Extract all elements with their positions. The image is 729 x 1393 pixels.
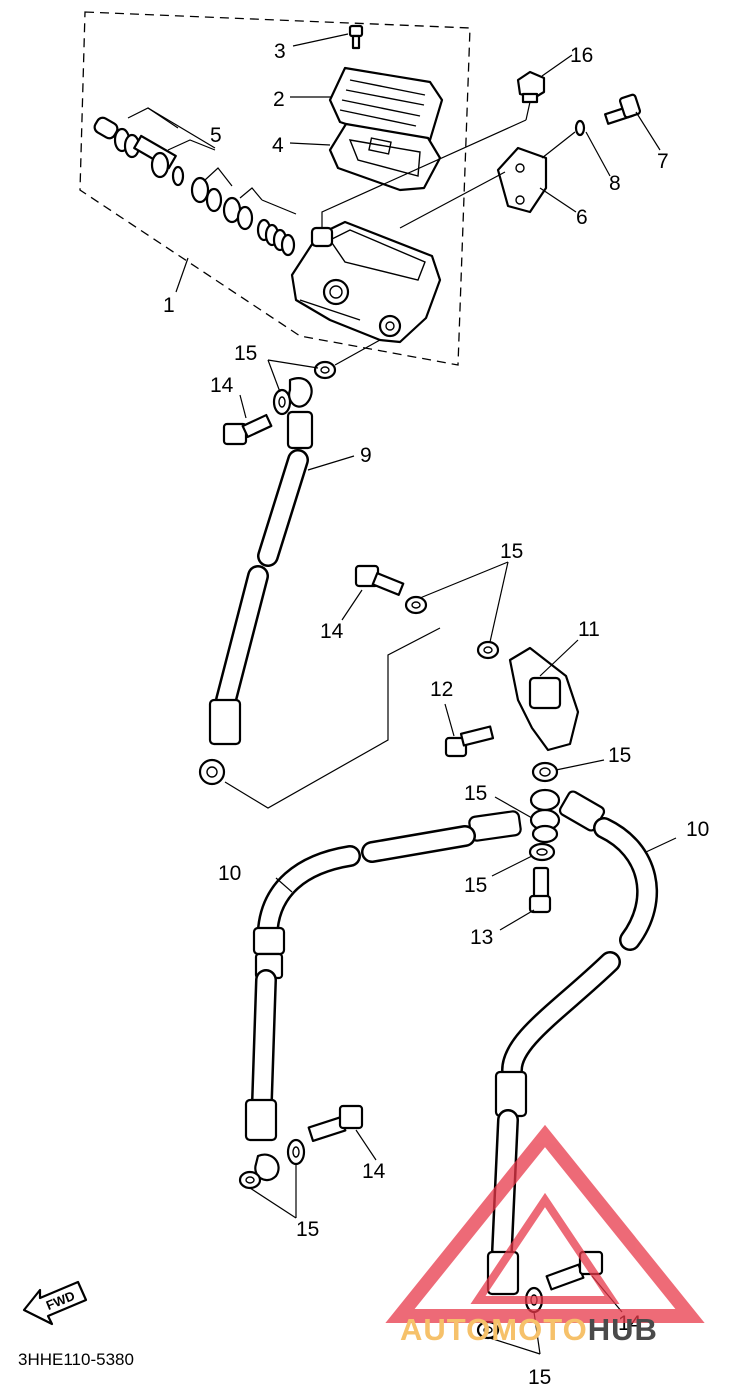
brake-hose-joint-11 xyxy=(508,646,580,752)
callout-11: 11 xyxy=(578,618,600,641)
callout-6: 6 xyxy=(576,206,588,229)
callout-12: 12 xyxy=(430,678,453,701)
bolt-12 xyxy=(444,725,495,758)
callout-15-middle: 15 xyxy=(500,540,523,563)
callout-1: 1 xyxy=(163,294,175,317)
callout-16: 16 xyxy=(570,44,593,67)
callout-3: 3 xyxy=(274,40,286,63)
watermark-logo xyxy=(385,1124,705,1323)
callout-4: 4 xyxy=(272,134,284,157)
washer-15-upper-b xyxy=(313,360,337,380)
washer-15-left-b xyxy=(286,1138,306,1166)
washer-15-middle-a xyxy=(404,595,428,615)
callout-10-left: 10 xyxy=(218,862,241,885)
diagram-code: 3HHE110-5380 xyxy=(18,1350,134,1369)
watermark-text: AUTOMOTOHUB xyxy=(400,1312,658,1348)
washer-15-upper-a xyxy=(272,388,292,416)
watermark-text-right: HUB xyxy=(587,1312,658,1347)
master-cylinder-body-1 xyxy=(290,220,442,344)
callout-13: 13 xyxy=(470,926,493,949)
brake-hose-10-left xyxy=(244,810,522,1182)
callout-15-stack-top: 15 xyxy=(608,744,631,767)
cap-16 xyxy=(516,70,546,104)
banjo-bolt-14-middle xyxy=(354,564,405,596)
callout-15-left: 15 xyxy=(296,1218,319,1241)
washer-15-stack-bottom xyxy=(528,842,556,862)
watermark-text-left: AUTOMOTO xyxy=(400,1312,588,1347)
callout-15-upper: 15 xyxy=(234,342,257,365)
screw-3 xyxy=(348,24,364,50)
brake-hose-10-right xyxy=(486,790,659,1296)
callout-2: 2 xyxy=(273,88,285,111)
bolt-13 xyxy=(528,866,552,914)
callout-14-middle: 14 xyxy=(320,620,344,643)
leader-lines xyxy=(175,33,677,1355)
callout-10-right: 10 xyxy=(686,818,709,841)
washer-15-stack-top xyxy=(531,761,559,783)
banjo-fitting-stack xyxy=(529,788,561,844)
callout-14-left: 14 xyxy=(362,1160,386,1183)
brake-hose-9 xyxy=(198,377,314,786)
callout-8: 8 xyxy=(609,172,621,195)
callout-15-right: 15 xyxy=(528,1366,551,1389)
assembly-boundary xyxy=(79,11,471,366)
callout-14-upper: 14 xyxy=(210,374,234,397)
washer-8 xyxy=(574,119,586,137)
callout-15-stack-bottom: 15 xyxy=(464,874,487,897)
fwd-arrow-icon: FWD xyxy=(22,1280,88,1326)
bolt-7 xyxy=(603,93,642,125)
diaphragm-4 xyxy=(328,122,442,192)
holder-6 xyxy=(496,146,548,214)
callout-5: 5 xyxy=(210,124,222,147)
callout-15-stack-middle: 15 xyxy=(464,782,487,805)
banjo-bolt-14-left xyxy=(307,1104,364,1143)
washer-15-left-a xyxy=(238,1170,262,1190)
callout-9: 9 xyxy=(360,444,372,467)
washer-15-middle-b xyxy=(476,640,500,660)
banjo-bolt-14-upper xyxy=(222,413,273,446)
piston-kit-5 xyxy=(93,107,297,257)
callout-7: 7 xyxy=(657,150,669,173)
